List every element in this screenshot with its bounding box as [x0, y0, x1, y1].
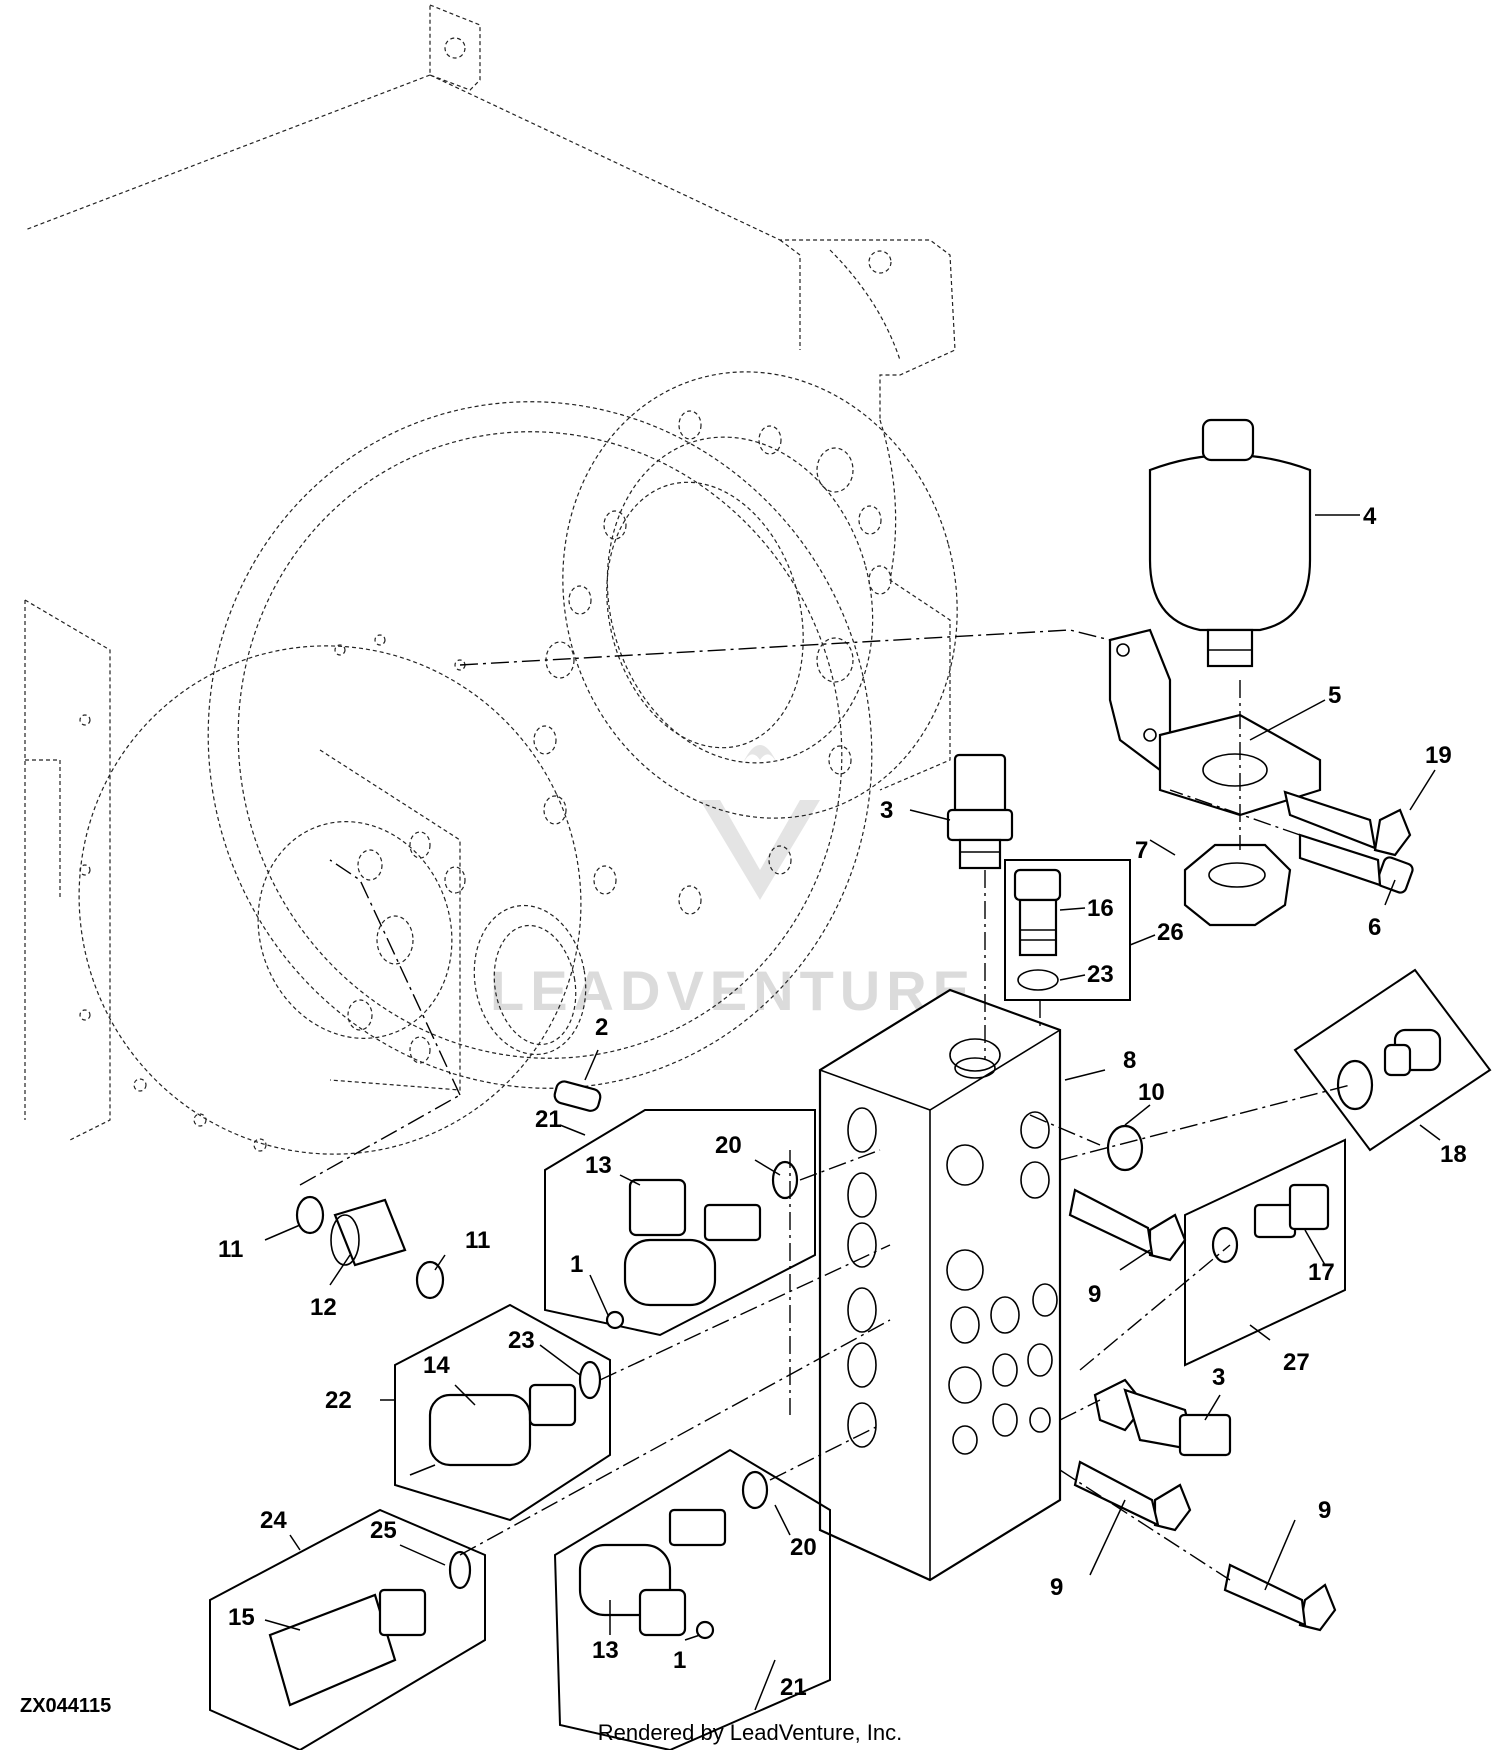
- callout-14: 14: [423, 1352, 450, 1379]
- dowel-pin-part-2: [553, 1080, 602, 1112]
- callout-10: 10: [1138, 1079, 1165, 1106]
- callout-4: 4: [1363, 503, 1377, 530]
- check-valve-kit-part-26: [1004, 859, 1131, 1001]
- solenoid-valve-kit-part-21-lower: [553, 1448, 831, 1752]
- callout-11-right: 11: [465, 1227, 490, 1254]
- pressure-sensor-part-3-top: [946, 753, 1014, 870]
- callout-17: 17: [1308, 1259, 1335, 1286]
- callout-1-upper: 1: [570, 1251, 583, 1278]
- callout-labels: 4 5 19 3 7 16 6 26 23 2 8 10 18 21 20 13…: [218, 503, 1467, 1701]
- callout-19: 19: [1425, 742, 1452, 769]
- callout-9-middle: 9: [1050, 1574, 1063, 1601]
- transmission-housing-outline: [24, 4, 958, 1155]
- callout-20-lower: 20: [790, 1534, 817, 1561]
- callout-12: 12: [310, 1294, 337, 1321]
- cap-screw-part-9-middle: [1073, 1460, 1192, 1532]
- callout-24: 24: [260, 1507, 287, 1534]
- callout-22: 22: [325, 1387, 352, 1414]
- relief-valve-kit-part-27: [1184, 1138, 1346, 1367]
- render-credit: Rendered by LeadVenture, Inc.: [598, 1720, 903, 1745]
- cap-screw-part-9-lower: [1223, 1563, 1337, 1632]
- valve-block-part-8: [818, 988, 1062, 1582]
- callout-5: 5: [1328, 682, 1341, 709]
- callout-9-lower: 9: [1318, 1497, 1331, 1524]
- tube-fitting-part-12: [295, 1195, 445, 1300]
- plug-kit-part-18: [1293, 968, 1492, 1152]
- callout-13-upper: 13: [585, 1152, 612, 1179]
- callout-23-lower: 23: [508, 1327, 535, 1354]
- solenoid-valve-kit-part-22: [394, 1303, 611, 1522]
- callout-7: 7: [1135, 837, 1148, 864]
- callout-2: 2: [595, 1014, 608, 1041]
- callout-11-left: 11: [218, 1236, 243, 1263]
- hex-nut-part-7: [1183, 843, 1292, 927]
- callout-26: 26: [1157, 919, 1184, 946]
- o-ring-part-10: [1106, 1124, 1144, 1172]
- callout-3-lower: 3: [1212, 1364, 1225, 1391]
- callout-8: 8: [1123, 1047, 1136, 1074]
- cap-screw-part-6: [1298, 833, 1414, 894]
- watermark: LEADVENTURE: [490, 745, 976, 1022]
- cap-screw-part-9-upper: [1068, 1188, 1187, 1262]
- edge-holes: [79, 634, 466, 1152]
- leader-lines: [264, 514, 1441, 1711]
- callout-21-lower: 21: [780, 1674, 807, 1701]
- callout-16: 16: [1087, 895, 1114, 922]
- callout-13-lower: 13: [592, 1637, 619, 1664]
- callout-21-upper: 21: [535, 1106, 562, 1133]
- callout-20-upper: 20: [715, 1132, 742, 1159]
- watermark-text: LEADVENTURE: [490, 959, 976, 1022]
- pressure-sensor-part-3-lower: [1093, 1378, 1232, 1457]
- callout-6: 6: [1368, 914, 1381, 941]
- alignment-lines: [299, 629, 1351, 1581]
- callout-18: 18: [1440, 1141, 1467, 1168]
- callout-25: 25: [370, 1517, 397, 1544]
- callout-1-lower: 1: [673, 1647, 686, 1674]
- accumulator-part-4: [1148, 418, 1312, 668]
- figure-id: ZX044115: [20, 1695, 111, 1717]
- cap-screw-part-19: [1283, 790, 1412, 857]
- callout-3-top: 3: [880, 797, 893, 824]
- solenoid-valve-kit-part-21-upper: [544, 1109, 816, 1337]
- callout-15: 15: [228, 1604, 255, 1631]
- callout-9-upper: 9: [1088, 1281, 1101, 1308]
- callout-23-top: 23: [1087, 961, 1114, 988]
- valve-block-ports: [847, 1107, 1058, 1455]
- callout-27: 27: [1283, 1349, 1310, 1376]
- proportional-valve-kit-part-24: [209, 1508, 486, 1752]
